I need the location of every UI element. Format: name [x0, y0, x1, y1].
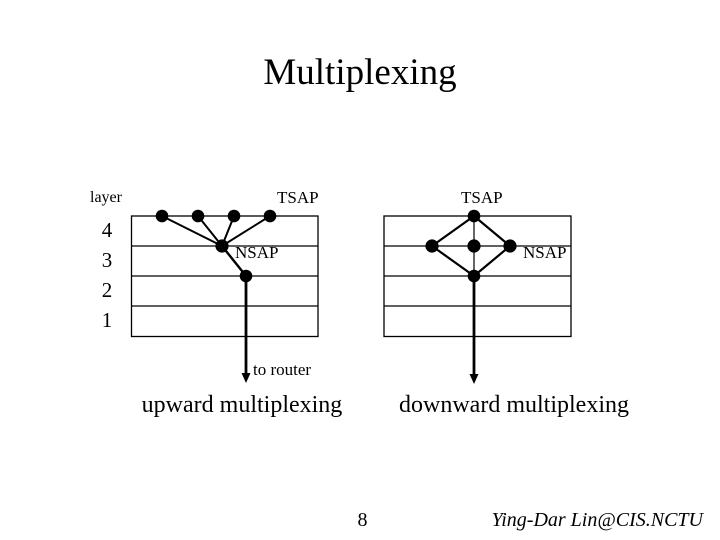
fan-line [221, 215, 271, 247]
tsap-dot [263, 209, 277, 223]
layer-number-3: 3 [101, 248, 113, 272]
junction-dot [239, 269, 253, 283]
page-number: 8 [357, 509, 368, 531]
nsap-dot [467, 239, 481, 253]
nsap-dot [215, 239, 229, 253]
router-arrowhead [241, 373, 251, 383]
fan-line [161, 215, 223, 247]
downward-multiplexing-caption: downward multiplexing [399, 392, 629, 418]
layer-number-2: 2 [101, 278, 113, 302]
router-arrowhead [469, 374, 479, 384]
nsap-label-right: NSAP [523, 243, 567, 262]
nsap-label-left: NSAP [235, 243, 279, 262]
upward-multiplexing-caption: upward multiplexing [141, 392, 343, 418]
tsap-dot [227, 209, 241, 223]
tsap-label-left: TSAP [277, 188, 319, 207]
left-protocol-stack [130, 209, 319, 383]
slide-title: Multiplexing [263, 52, 457, 93]
nsap-dot [425, 239, 439, 253]
diamond-edge [473, 245, 511, 277]
diamond-edge [473, 215, 511, 247]
nsap-dot [503, 239, 517, 253]
tsap-dot [467, 209, 481, 223]
layer-number-4: 4 [101, 218, 113, 242]
diamond-edge [431, 215, 475, 247]
tsap-label-right: TSAP [461, 188, 503, 207]
layer-axis-label: layer [90, 189, 122, 206]
diamond-edge [431, 245, 475, 277]
tsap-dot [191, 209, 205, 223]
layer-number-1: 1 [101, 308, 113, 332]
junction-dot [467, 269, 481, 283]
to-router-label: to router [253, 360, 312, 379]
right-protocol-stack [383, 209, 572, 384]
author-credit: Ying-Dar Lin@CIS.NCTU [491, 509, 703, 531]
tsap-dot [155, 209, 169, 223]
